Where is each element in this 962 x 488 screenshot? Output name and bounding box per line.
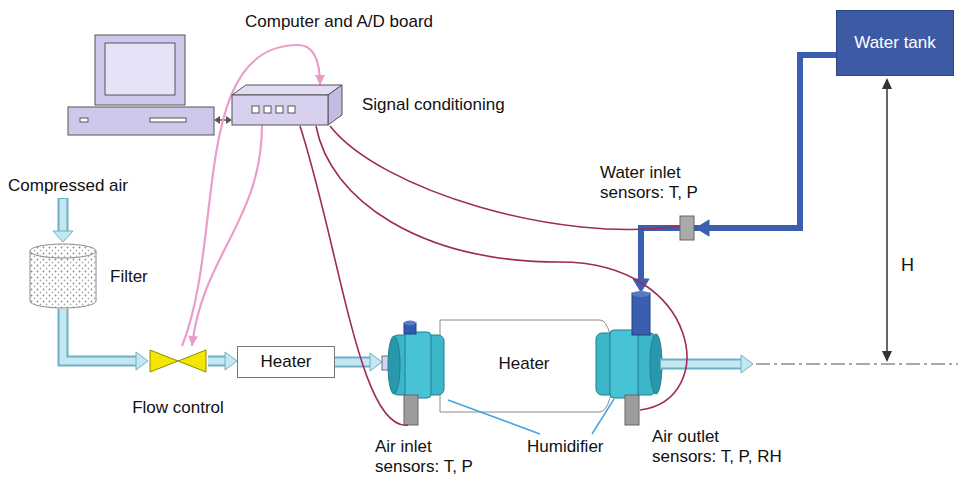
filter-cylinder-part bbox=[30, 251, 31, 301]
height-dimension-part bbox=[882, 78, 892, 89]
sensor-label: Air inlet sensors: T, P bbox=[375, 437, 490, 477]
signal-conditioning-box-part bbox=[264, 106, 271, 113]
arrowhead bbox=[226, 116, 232, 124]
arrowhead bbox=[370, 353, 382, 371]
air-pipe-arrow bbox=[335, 353, 382, 371]
flow-control-valve-part bbox=[178, 350, 206, 372]
signal-conditioning-box-part bbox=[288, 106, 295, 113]
control-signal-line-line bbox=[192, 125, 262, 346]
signal-conditioning-box-part bbox=[232, 85, 342, 95]
leader-line-part bbox=[592, 399, 614, 434]
humidifier-assembly-part bbox=[610, 330, 638, 398]
centre-line bbox=[756, 364, 958, 365]
arrowhead bbox=[188, 336, 198, 346]
leader-line bbox=[448, 399, 614, 434]
computer-icon-part bbox=[80, 118, 88, 122]
air-outlet-arrow-part bbox=[661, 361, 743, 368]
sensor-wire-part bbox=[300, 126, 408, 425]
flow-control-valve bbox=[150, 350, 206, 372]
air-pipe-arrow bbox=[208, 352, 237, 370]
water-tank: Water tank bbox=[836, 10, 954, 76]
air-pipe-arrow-line bbox=[335, 357, 372, 368]
humidifier-assembly-part bbox=[404, 395, 418, 425]
air-pipe-arrow-line bbox=[335, 359, 372, 366]
signal-conditioning-box: Signal conditioning bbox=[232, 85, 342, 125]
arrowhead bbox=[315, 75, 325, 85]
air-outlet-arrow-part bbox=[741, 355, 753, 373]
arrowhead bbox=[696, 220, 709, 236]
computer-icon bbox=[68, 35, 214, 135]
humidifier-assembly-part bbox=[404, 321, 416, 326]
filter-cylinder bbox=[30, 244, 96, 308]
humidifier-assembly-part bbox=[632, 293, 650, 335]
compressed-air-arrow-part bbox=[58, 198, 69, 232]
arrowhead bbox=[225, 352, 237, 370]
sensor-label: Water inlet sensors: T, P bbox=[600, 163, 720, 203]
filter-cylinder-part bbox=[30, 244, 96, 258]
computer-icon-part bbox=[68, 107, 214, 135]
arrowhead bbox=[214, 116, 220, 124]
flow-control-valve: Flow control bbox=[148, 346, 208, 376]
humidifier-assembly-part bbox=[440, 320, 614, 412]
humidifier-assembly-part bbox=[625, 395, 639, 425]
signal-conditioning-box-part bbox=[328, 85, 342, 125]
humidifier-assembly-part bbox=[388, 336, 400, 394]
humidifier-heater: Heater bbox=[382, 292, 664, 428]
control-signal-line bbox=[188, 125, 262, 346]
leader-line-part bbox=[448, 400, 540, 434]
node-label: Signal conditioning bbox=[362, 95, 505, 115]
node-label: Heater bbox=[260, 352, 311, 372]
input-label: Compressed air bbox=[8, 176, 128, 196]
air-pipe-arrow-line bbox=[208, 358, 227, 365]
filter-cylinder-part bbox=[30, 244, 96, 258]
humidifier-assembly bbox=[382, 291, 662, 425]
computer-icon-part bbox=[95, 35, 185, 105]
filter-cylinder-part bbox=[96, 251, 97, 301]
computer-icon-part bbox=[105, 43, 175, 95]
air-outlet-arrow bbox=[660, 355, 753, 373]
compressed-air-arrow bbox=[53, 198, 73, 242]
signal-conditioning-box-part bbox=[276, 106, 283, 113]
air-pipe-arrow-line bbox=[63, 309, 138, 361]
humidifier-assembly-part bbox=[632, 291, 650, 297]
height-dimension bbox=[882, 78, 892, 362]
height-dimension-part bbox=[886, 87, 888, 353]
node-label: Water tank bbox=[854, 33, 936, 53]
compressed-air-arrow-part bbox=[53, 231, 73, 242]
signal-conditioning-box-part bbox=[232, 95, 328, 125]
computer-icon: Computer and A/D board bbox=[68, 35, 214, 137]
air-pipe-arrow-line bbox=[63, 309, 138, 361]
sensor-label: Air outlet sensors: T, P, RH bbox=[652, 427, 787, 467]
part-label: Humidifier bbox=[527, 437, 604, 457]
air-pipe-arrow-line bbox=[208, 356, 227, 367]
compressed-air-arrow-part bbox=[60, 199, 67, 233]
height-dimension-part bbox=[882, 351, 892, 362]
node-label: Computer and A/D board bbox=[245, 12, 433, 32]
arrowhead bbox=[136, 352, 148, 370]
air-outlet-arrow-part bbox=[660, 359, 742, 370]
node-label: Heater bbox=[440, 354, 608, 374]
node-label: Filter bbox=[110, 267, 148, 287]
filter-cylinder: Filter bbox=[28, 243, 98, 309]
signal-conditioning-box-part bbox=[252, 106, 259, 113]
humidifier-assembly-part bbox=[405, 332, 431, 398]
heater-box: Heater bbox=[237, 346, 335, 378]
dimension-label: H bbox=[901, 255, 914, 275]
node-label: Flow control bbox=[132, 398, 224, 418]
air-pipe-arrow bbox=[63, 309, 148, 370]
water-inlet-sensor bbox=[680, 216, 694, 240]
flow-control-valve-part bbox=[150, 350, 178, 372]
signal-conditioning-box bbox=[232, 85, 342, 125]
computer-icon-part bbox=[150, 118, 186, 122]
